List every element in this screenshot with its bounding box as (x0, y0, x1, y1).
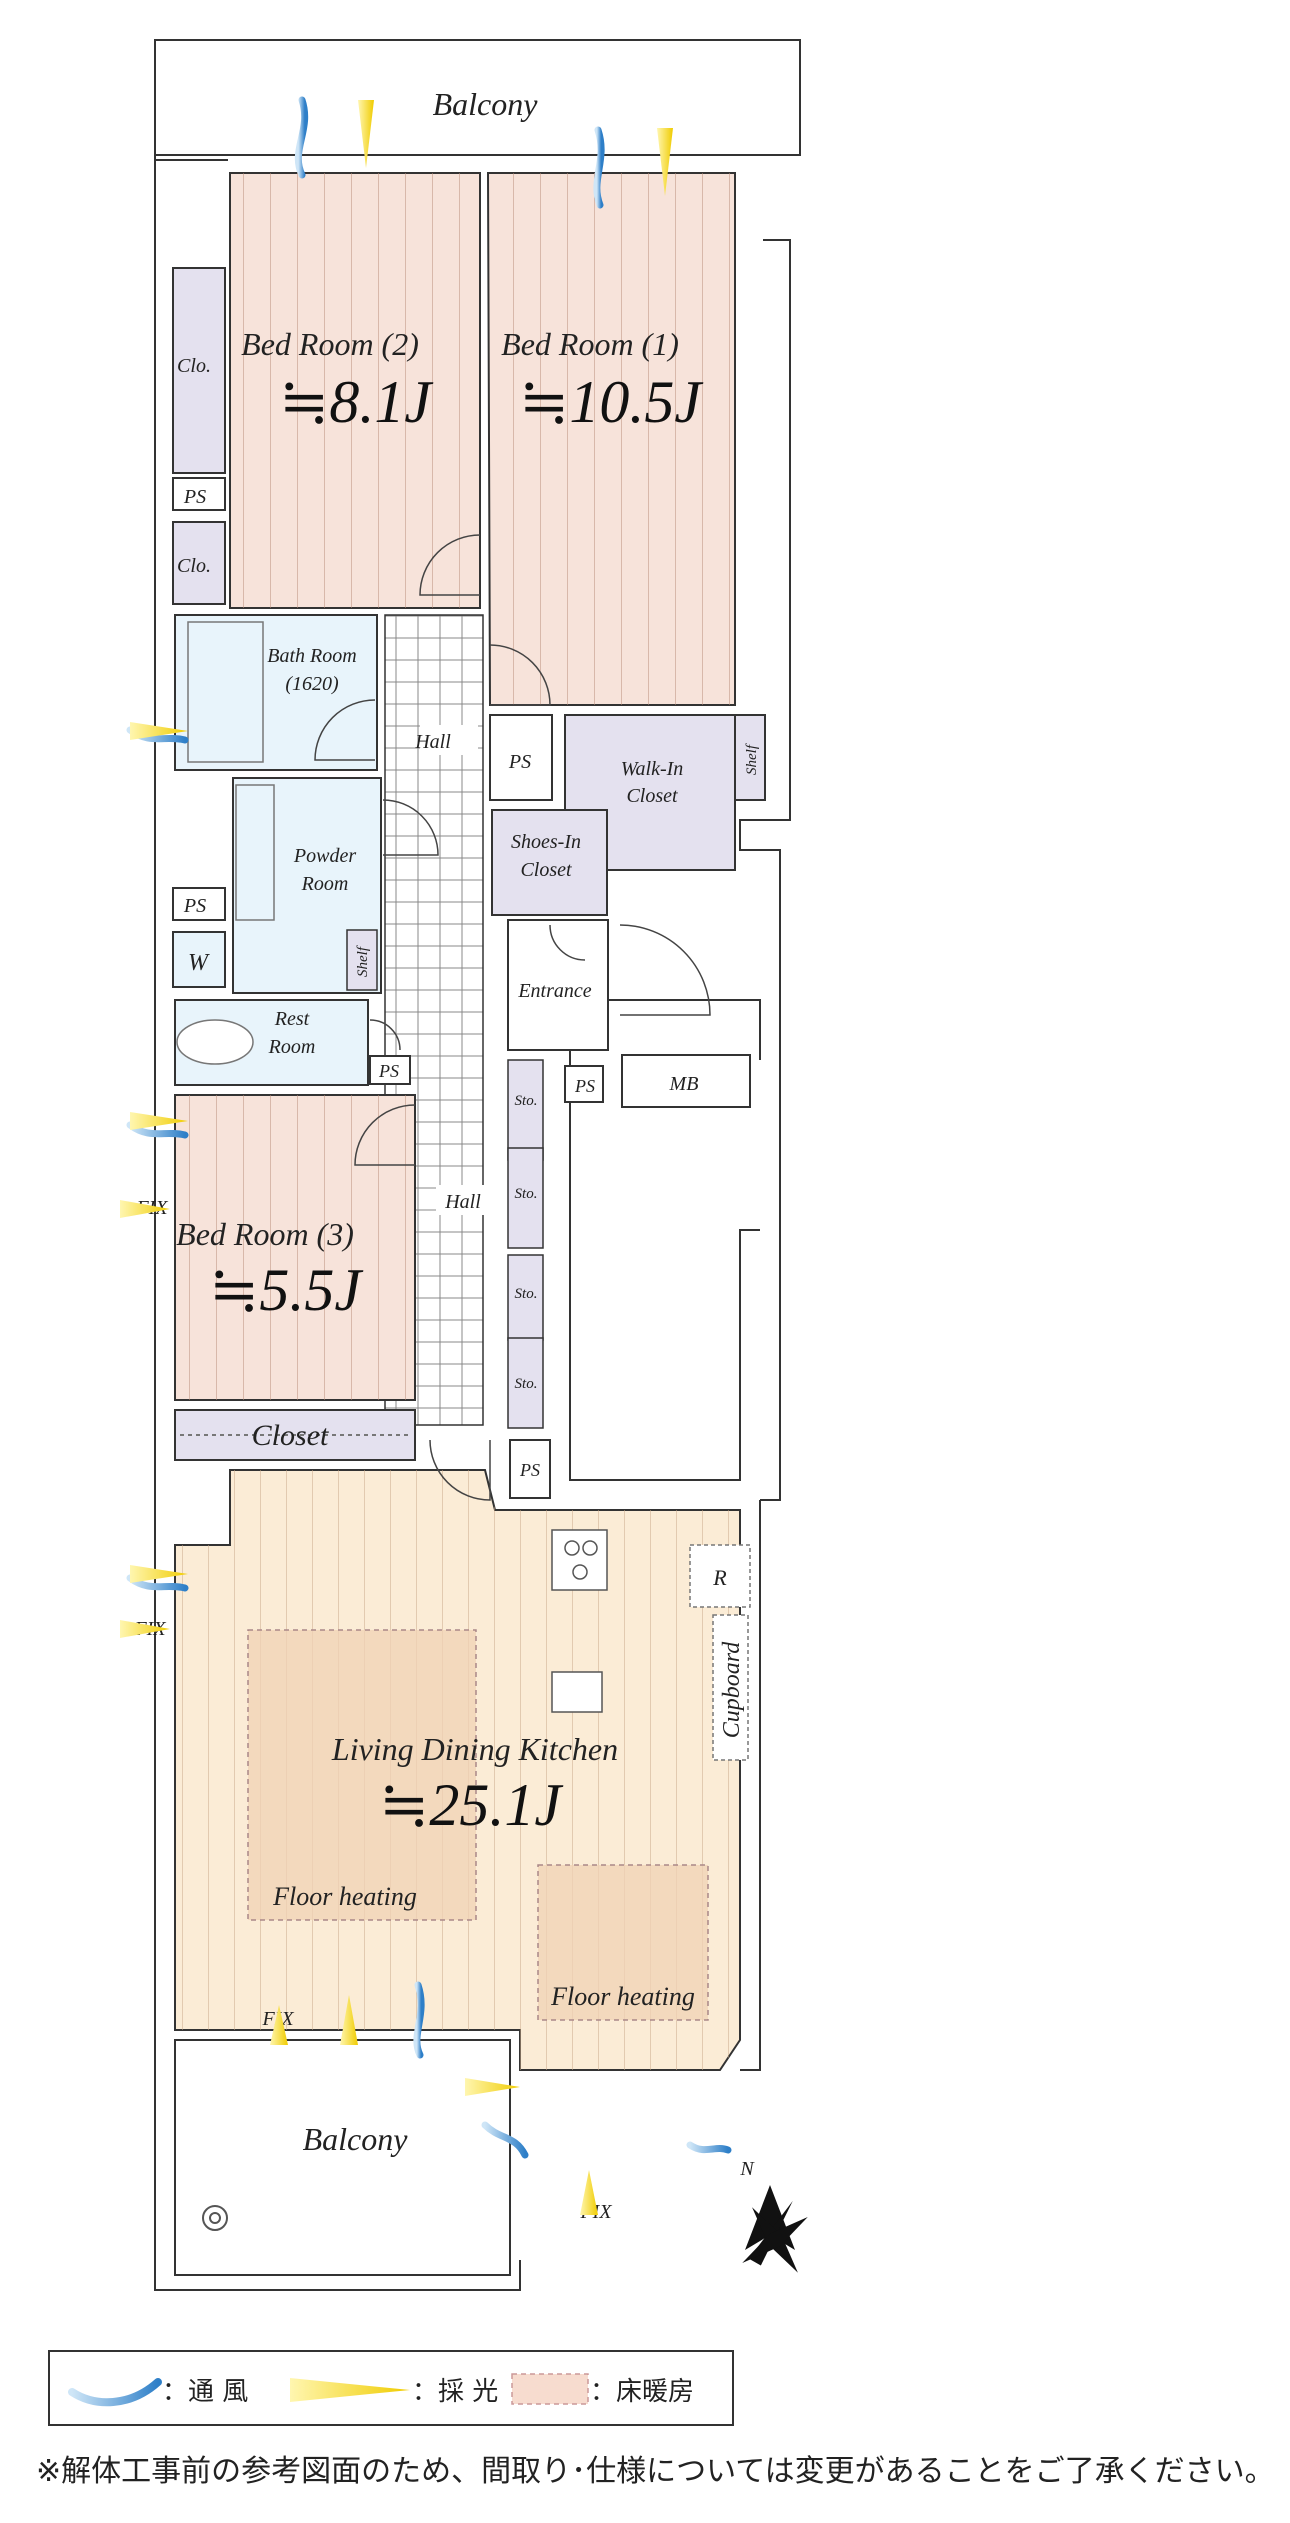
size-bedroom-3: ≒5.5J (209, 1257, 363, 1323)
label-washer: W (188, 950, 210, 976)
label-powder-1: Powder (293, 845, 356, 867)
label-storage-3: Sto. (515, 1286, 538, 1302)
label-ps-e: PS (574, 1076, 595, 1096)
disclaimer-note: ※解体工事前の参考図面のため、間取り･仕様については変更があることをご了承くださ… (36, 2454, 1275, 2489)
legend-lighting: ：採 光 (412, 2377, 498, 2407)
label-ps-c: PS (183, 895, 206, 917)
rest-room: Rest Room PS (174, 999, 411, 1086)
wind-icon (68, 2378, 162, 2407)
label-rest-2: Room (268, 1036, 316, 1058)
label-walk-in-1: Walk-In (621, 758, 684, 780)
label-shoes-1: Shoes-In (511, 831, 581, 853)
label-shelf-a: Shelf (744, 743, 760, 775)
label-balcony-top: Balcony (433, 86, 539, 122)
label-shelf-b: Shelf (355, 945, 371, 977)
utility-right: PS MB (564, 1054, 751, 1108)
light-icon (290, 2378, 410, 2402)
legend-floor-heating: ：床暖房 (590, 2377, 694, 2407)
label-floor-heating-2: Floor heating (550, 1982, 695, 2011)
label-storage-2: Sto. (515, 1186, 538, 1202)
label-floor-heating-1: Floor heating (272, 1882, 417, 1911)
bath-room: Bath Room (1620) (174, 614, 378, 771)
size-bedroom-1: ≒10.5J (519, 369, 703, 435)
label-walk-in-2: Closet (626, 785, 678, 807)
label-entrance: Entrance (517, 980, 591, 1002)
label-ps-d: PS (378, 1061, 399, 1081)
label-closet-a: Clo. (177, 355, 211, 377)
shoes-in-closet: Shoes-In Closet (491, 809, 608, 916)
label-hall-upper: Hall (414, 731, 451, 753)
balcony-bottom: FIX Balcony FIX (174, 2008, 612, 2276)
label-rest-1: Rest (274, 1008, 310, 1030)
doors (314, 534, 711, 1501)
label-closet-b: Clo. (177, 555, 211, 577)
closet-column: Clo. PS Clo. (172, 267, 226, 605)
label-ps-b: PS (508, 751, 531, 773)
label-refrigerator: R (712, 1565, 727, 1590)
utility-left: PS W (172, 887, 226, 988)
label-ps-a: PS (183, 486, 206, 508)
label-bedroom-2: Bed Room (2) (241, 326, 419, 362)
label-ps-f: PS (519, 1460, 540, 1480)
label-bath-size: (1620) (285, 673, 339, 695)
lighting-markers (120, 100, 673, 2215)
floor-plan: Balcony Bed Room (2) ≒8.1J Bed Room (1) … (120, 39, 808, 2291)
label-storage-1: Sto. (515, 1093, 538, 1109)
label-hall-lower: Hall (444, 1191, 481, 1213)
bedroom-2: Bed Room (2) ≒8.1J (229, 172, 481, 609)
label-north: N (739, 2158, 755, 2180)
label-bedroom-3: Bed Room (3) (176, 1216, 354, 1252)
closet-bar: Closet (174, 1409, 416, 1461)
legend: ：通 風 ：採 光 ：床暖房 (48, 2350, 734, 2426)
bedroom-1: Bed Room (1) ≒10.5J (486, 172, 736, 706)
size-bedroom-2: ≒8.1J (279, 369, 433, 435)
label-bath: Bath Room (267, 645, 356, 667)
label-storage-4: Sto. (515, 1376, 538, 1392)
floor-heating-swatch (511, 2373, 589, 2405)
entrance: Entrance (507, 919, 609, 1051)
bedroom-3: Bed Room (3) ≒5.5J FIX (135, 1094, 416, 1401)
label-mb: MB (669, 1073, 699, 1095)
label-shoes-2: Closet (520, 859, 572, 881)
label-cupboard: Cupboard (719, 1641, 745, 1738)
label-closet: Closet (252, 1419, 329, 1452)
storage-column: Sto. Sto. Sto. Sto. (507, 1059, 544, 1429)
label-balcony-bottom: Balcony (303, 2121, 409, 2157)
ldk: R Cupboard FIX Living Dining Kitchen ≒25… (133, 1469, 751, 2071)
label-powder-2: Room (301, 873, 349, 895)
compass-icon: N (739, 2158, 808, 2273)
legend-ventilation: ：通 風 (162, 2377, 248, 2407)
label-ldk: Living Dining Kitchen (331, 1731, 618, 1767)
ps-ldk: PS (509, 1439, 551, 1499)
size-ldk: ≒25.1J (379, 1772, 563, 1838)
balcony-top: Balcony (154, 39, 801, 156)
label-bedroom-1: Bed Room (1) (501, 326, 679, 362)
powder-room: Powder Room Shelf (232, 777, 382, 994)
outer-walls (154, 39, 801, 2291)
